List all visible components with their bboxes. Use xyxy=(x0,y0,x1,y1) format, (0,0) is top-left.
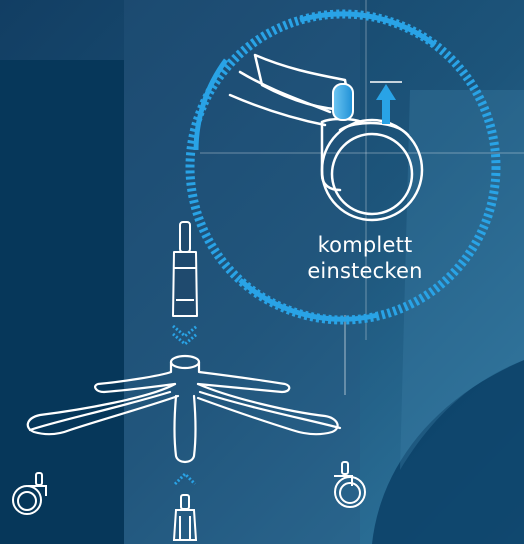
callout-label: komplett einstecken xyxy=(290,232,440,284)
callout-label-line2: einstecken xyxy=(290,258,440,284)
left-dark-panel xyxy=(0,60,124,544)
stem-highlight xyxy=(333,84,353,120)
callout-label-line1: komplett xyxy=(290,232,440,258)
